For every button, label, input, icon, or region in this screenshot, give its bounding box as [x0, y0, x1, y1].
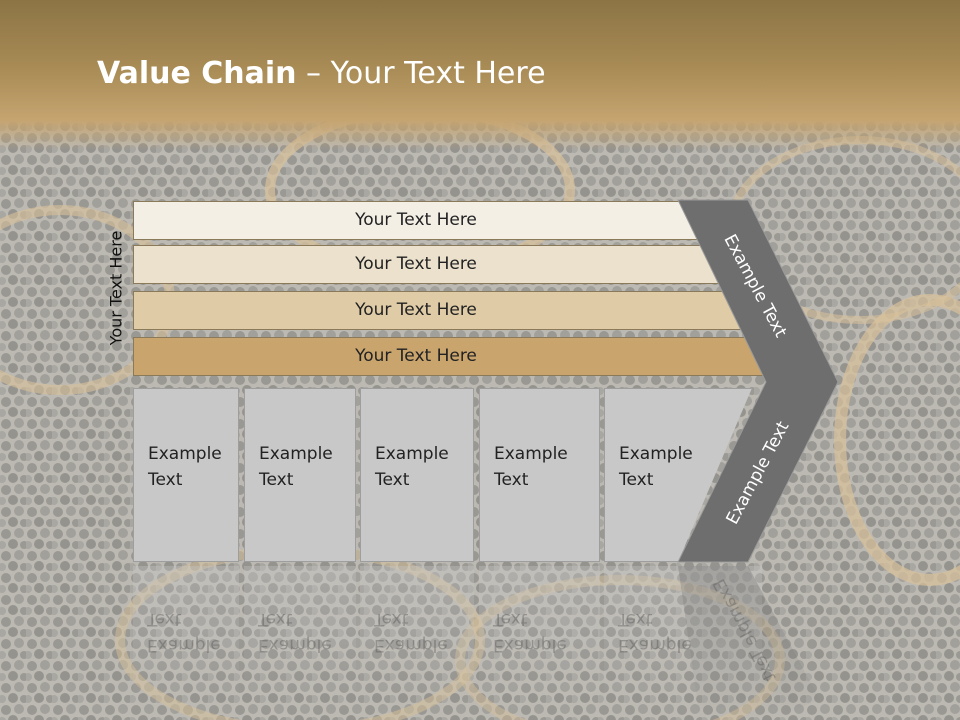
bar-label: Your Text Here: [355, 210, 477, 230]
slide-title-rest: – Your Text Here: [296, 56, 546, 91]
box-label: Example Text: [375, 444, 449, 490]
box-3: Example Text: [360, 388, 474, 562]
box-4: Example Text: [479, 388, 600, 562]
box-label: Example Text: [619, 444, 693, 490]
bar-label: Your Text Here: [355, 254, 477, 274]
box-2: Example Text: [244, 388, 356, 562]
box-reflection: Example Text: [133, 566, 239, 706]
bar-2: Your Text Here: [133, 245, 729, 284]
title-band: [0, 0, 960, 150]
bar-3: Your Text Here: [133, 291, 753, 330]
box-label: Example Text: [494, 444, 568, 490]
box-1: Example Text: [133, 388, 239, 562]
bar-label: Your Text Here: [355, 300, 477, 320]
box-reflection: Example Text: [479, 566, 600, 706]
bar-1: Your Text Here: [133, 201, 705, 240]
slide-title-bold: Value Chain: [97, 56, 297, 91]
slide-title: Value Chain – Your Text Here: [97, 56, 546, 91]
chevron-shape: [677, 199, 839, 563]
chevron-reflection: [678, 566, 820, 720]
box-label: Example Text: [259, 444, 333, 490]
bar-label: Your Text Here: [355, 346, 477, 366]
box-reflection: Example Text: [360, 566, 474, 706]
box-reflection: Example Text: [244, 566, 356, 706]
box-label: Example Text: [148, 444, 222, 490]
